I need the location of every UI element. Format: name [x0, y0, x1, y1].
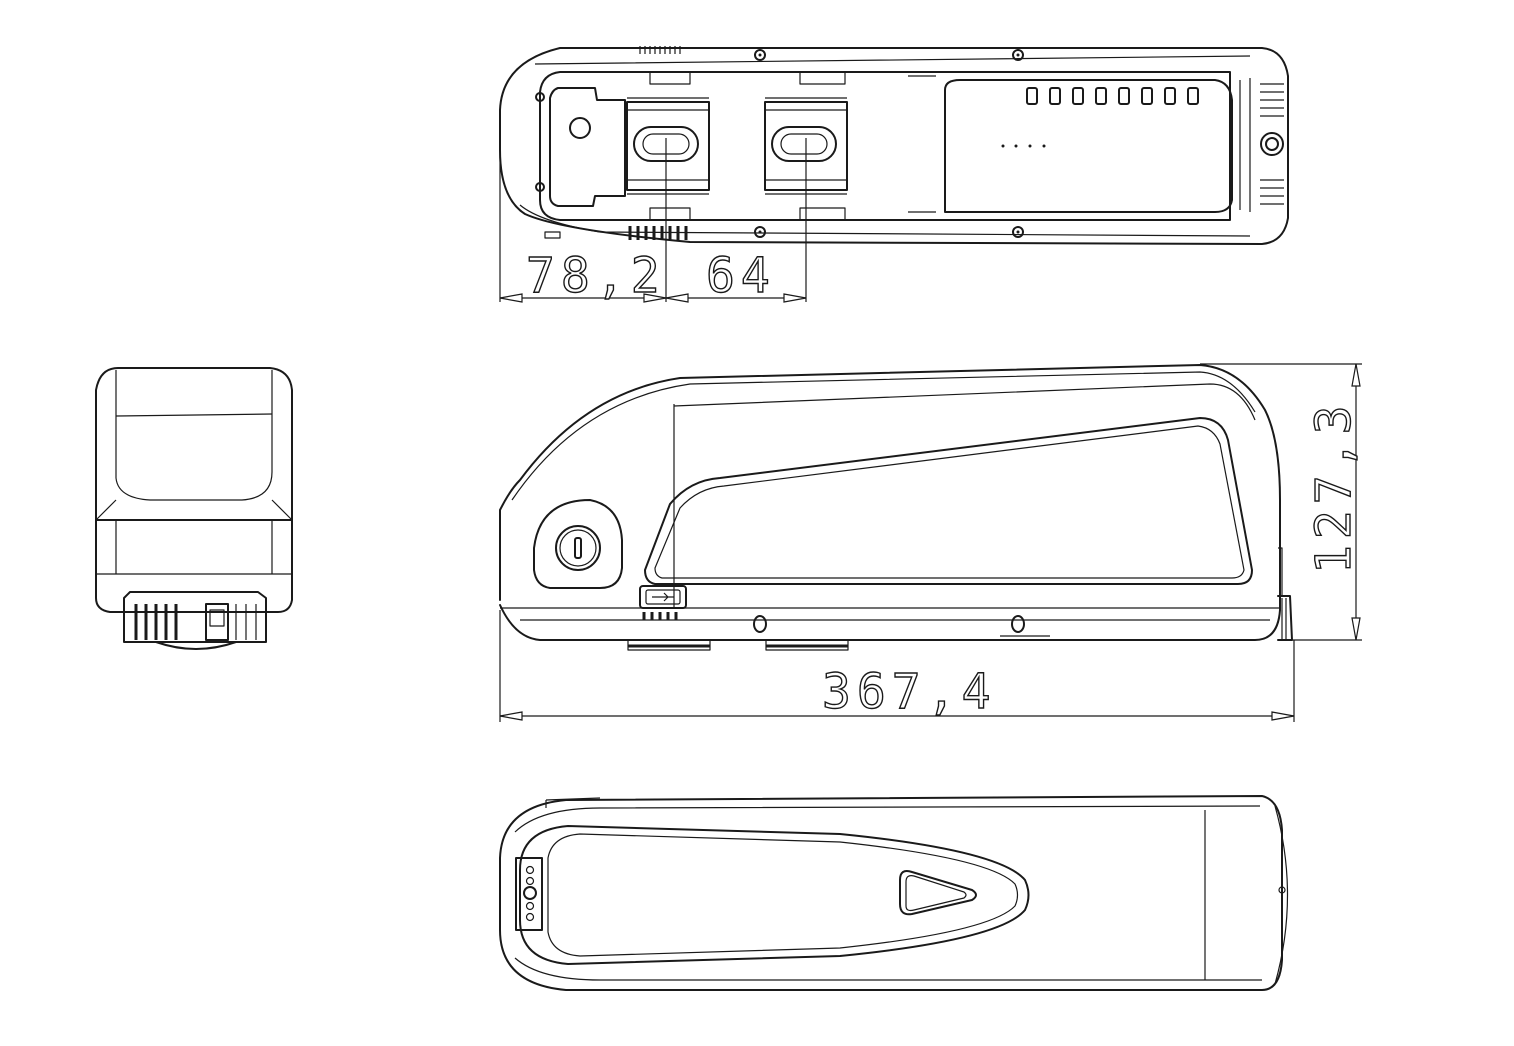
side-view-dimensions: 367,4 127,3 — [499, 363, 1363, 722]
dim-contact-offset: 78,2 — [526, 248, 666, 304]
top-view — [499, 46, 1289, 245]
dim-overall-length: 367,4 — [822, 664, 997, 720]
dim-overall-height: 127,3 — [1306, 400, 1362, 575]
end-view — [95, 367, 293, 650]
bottom-view — [499, 795, 1289, 991]
top-view-dimensions: 78,2 64 — [499, 138, 807, 305]
side-view — [499, 364, 1293, 651]
dim-contact-spacing: 64 — [706, 248, 776, 304]
